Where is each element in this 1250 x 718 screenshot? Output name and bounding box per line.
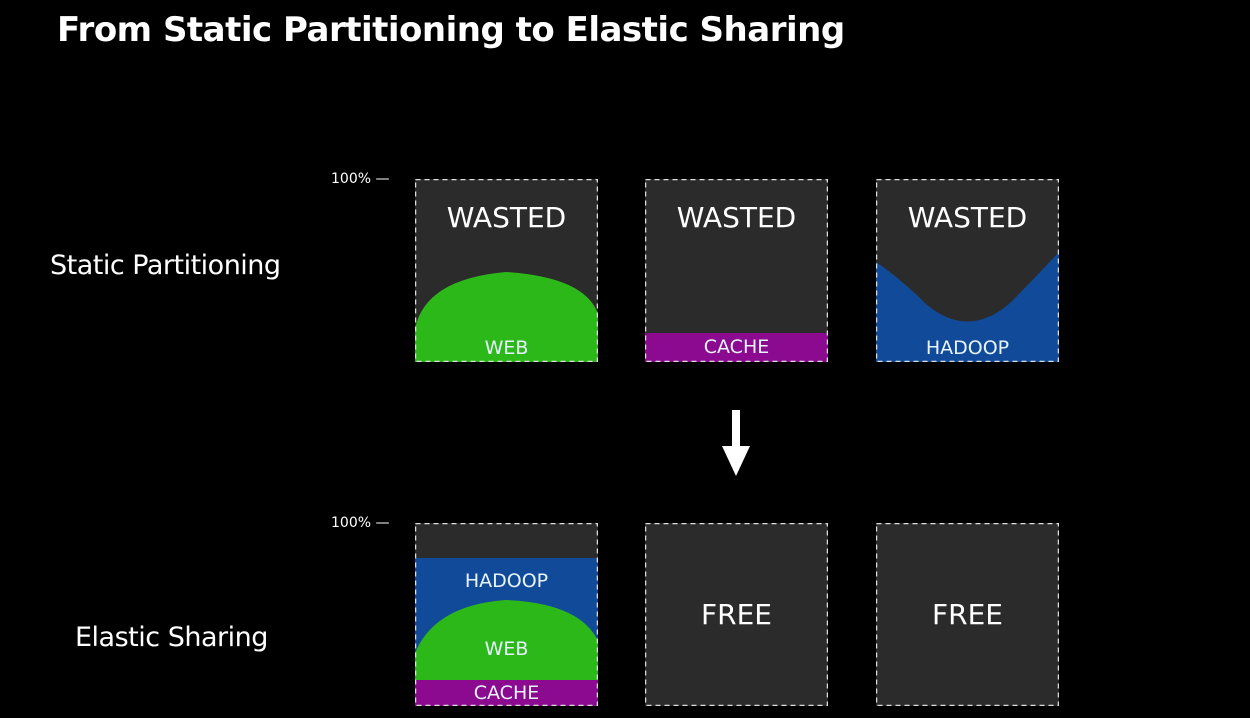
down-arrow-icon [722,410,750,476]
static-partitioning-label: Static Partitioning [50,250,281,281]
static-cache-box: WASTED CACHE [645,179,828,362]
free-box-shape [645,523,828,706]
elastic-free-box: FREE [645,523,828,706]
cache-label: CACHE [473,682,540,704]
web-label: WEB [484,337,529,359]
percent-axis-marker: 100% — [331,171,390,187]
wasted-label: WASTED [676,201,797,234]
cache-usage-shape [645,179,828,362]
static-hadoop-box: WASTED HADOOP [876,179,1059,362]
wasted-label: WASTED [446,201,567,234]
hadoop-usage-shape [876,179,1059,362]
wasted-label: WASTED [907,201,1028,234]
hadoop-label: HADOOP [925,337,1010,359]
elastic-shared-box: HADOOP WEB CACHE [415,523,598,706]
elastic-sharing-label: Elastic Sharing [75,622,268,653]
elastic-free-box: FREE [876,523,1059,706]
percent-axis-marker: 100% — [331,515,390,531]
shared-usage-shape [415,523,598,706]
free-label: FREE [932,598,1003,631]
free-box-shape [876,523,1059,706]
hadoop-label: HADOOP [464,570,549,592]
static-web-box: WASTED WEB [415,179,598,362]
free-label: FREE [701,598,772,631]
cache-label: CACHE [703,336,770,358]
web-usage-shape [415,179,598,362]
slide-title: From Static Partitioning to Elastic Shar… [57,10,845,50]
web-label: WEB [484,638,529,660]
